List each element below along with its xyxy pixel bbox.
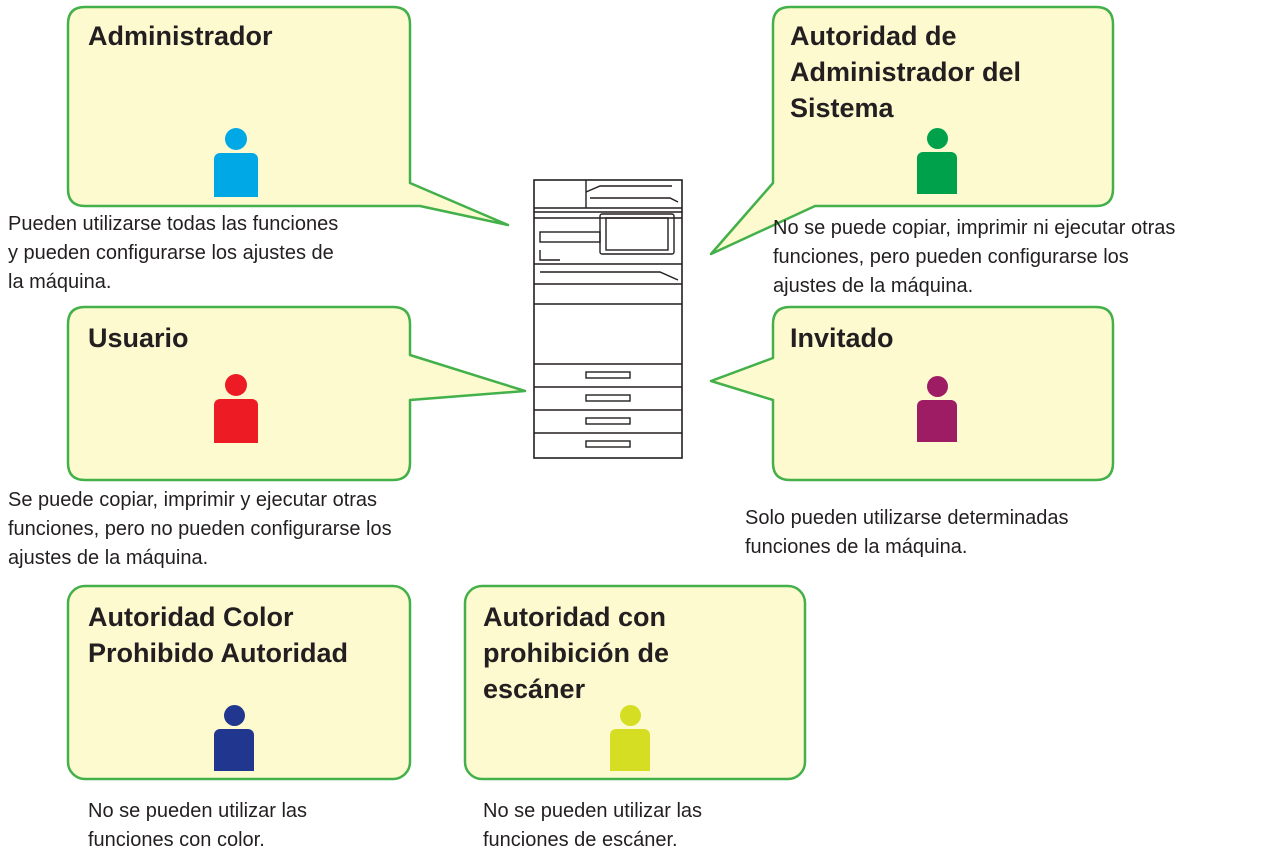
title-line: Autoridad Color	[88, 602, 294, 632]
person-icon-body	[610, 729, 650, 771]
bubble-guest	[709, 305, 1115, 482]
description-line: No se puede copiar, imprimir ni ejecutar…	[773, 217, 1176, 239]
role-description-guest: Solo pueden utilizarse determinadas func…	[745, 504, 1069, 562]
person-icon-head	[225, 374, 247, 396]
role-title-system-administrator: Autoridad de Administrador del Sistema	[790, 18, 1021, 126]
person-icon-body	[214, 729, 254, 771]
multifunction-printer-icon	[533, 179, 683, 459]
role-title-guest: Invitado	[790, 320, 894, 356]
bubble-system-administrator	[709, 5, 1115, 256]
role-description-administrator: Pueden utilizarse todas las funciones y …	[8, 210, 338, 297]
title-line: Administrador del	[790, 57, 1022, 87]
description-line: funciones, pero pueden configurarse los	[773, 246, 1129, 268]
bubble-color-prohibited	[66, 584, 412, 781]
title-line: escáner	[483, 674, 586, 704]
person-icon-body	[214, 399, 258, 443]
bubble-user	[66, 305, 527, 482]
person-icon-head	[620, 705, 641, 726]
description-line: funciones de escáner.	[483, 829, 678, 851]
role-description-user: Se puede copiar, imprimir y ejecutar otr…	[8, 486, 392, 573]
role-title-scanner-prohibited: Autoridad con prohibición de escáner	[483, 599, 669, 707]
bubble-administrator	[66, 5, 510, 227]
person-icon-head	[225, 128, 247, 150]
description-line: Se puede copiar, imprimir y ejecutar otr…	[8, 489, 378, 511]
person-icon-body	[917, 152, 957, 194]
person-icon-head	[927, 376, 948, 397]
description-line: No se pueden utilizar las	[483, 800, 703, 822]
description-line: funciones de la máquina.	[745, 536, 968, 558]
person-icon-head	[224, 705, 245, 726]
title-line: Sistema	[790, 93, 894, 123]
role-description-scanner-prohibited: No se pueden utilizar las funciones de e…	[483, 797, 702, 855]
role-description-system-administrator: No se puede copiar, imprimir ni ejecutar…	[773, 214, 1175, 301]
description-line: Pueden utilizarse todas las funciones	[8, 213, 339, 235]
description-line: No se pueden utilizar las	[88, 800, 308, 822]
title-line: Administrador	[88, 21, 273, 51]
role-title-user: Usuario	[88, 320, 189, 356]
role-title-color-prohibited: Autoridad Color Prohibido Autoridad	[88, 599, 348, 671]
role-title-administrator: Administrador	[88, 18, 273, 54]
role-description-color-prohibited: No se pueden utilizar las funciones con …	[88, 797, 307, 855]
title-line: prohibición de	[483, 638, 669, 668]
title-line: Prohibido Autoridad	[88, 638, 348, 668]
description-line: ajustes de la máquina.	[8, 547, 209, 569]
person-icon-body	[214, 153, 258, 197]
description-line: funciones, pero no pueden configurarse l…	[8, 518, 392, 540]
title-line: Autoridad de	[790, 21, 957, 51]
description-line: ajustes de la máquina.	[773, 275, 974, 297]
description-line: y pueden configurarse los ajustes de	[8, 242, 334, 264]
title-line: Invitado	[790, 323, 894, 353]
bubble-scanner-prohibited	[463, 584, 807, 781]
person-icon-body	[917, 400, 957, 442]
title-line: Usuario	[88, 323, 189, 353]
title-line: Autoridad con	[483, 602, 666, 632]
description-line: Solo pueden utilizarse determinadas	[745, 507, 1069, 529]
person-icon-head	[927, 128, 948, 149]
description-line: funciones con color.	[88, 829, 265, 851]
description-line: la máquina.	[8, 271, 112, 293]
